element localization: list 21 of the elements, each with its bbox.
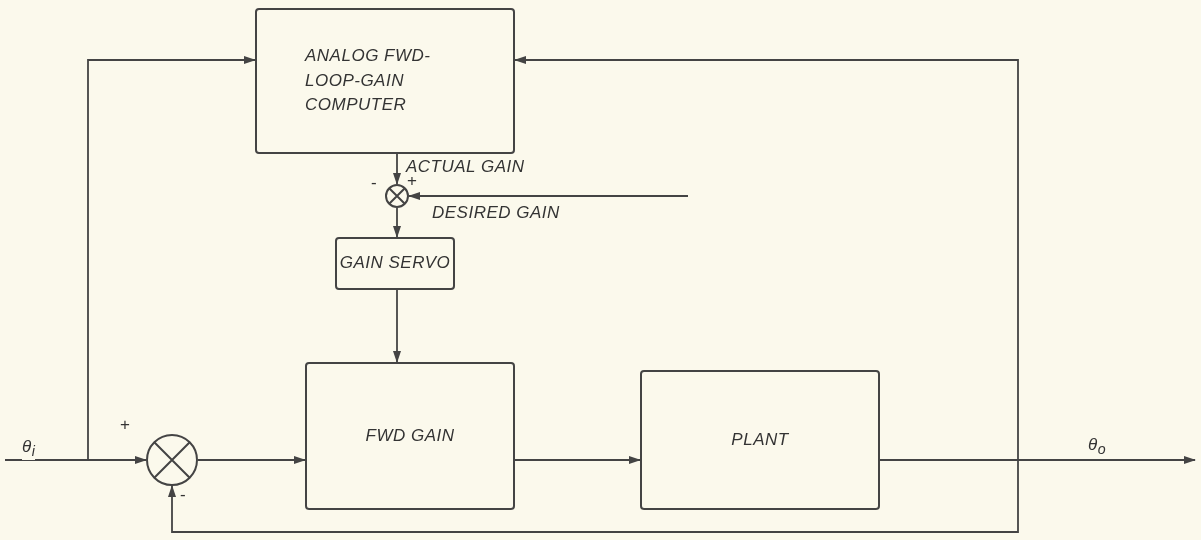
arrow [514, 56, 1019, 461]
block-label: PLANT [731, 428, 789, 451]
edge-label: θ$_{i}$ [22, 438, 36, 460]
arrow [408, 192, 689, 200]
arrow [393, 207, 401, 238]
sign-label: - [371, 174, 377, 191]
block-label: ANALOG FWD-LOOP-GAIN COMPUTER [305, 45, 432, 117]
block-label: FWD GAIN [365, 424, 455, 447]
arrow [168, 459, 1019, 533]
arrow [514, 456, 641, 464]
sign-label: + [120, 416, 130, 433]
arrow [197, 456, 306, 464]
process-box [640, 370, 880, 510]
process-box [305, 362, 515, 510]
arrow [393, 153, 401, 185]
sign-label: - [180, 486, 186, 503]
process-box [255, 8, 515, 154]
process-box [335, 237, 455, 290]
edge-label: ACTUAL GAIN [406, 158, 525, 177]
block-label: GAIN SERVO [339, 252, 451, 275]
arrow [393, 289, 401, 363]
